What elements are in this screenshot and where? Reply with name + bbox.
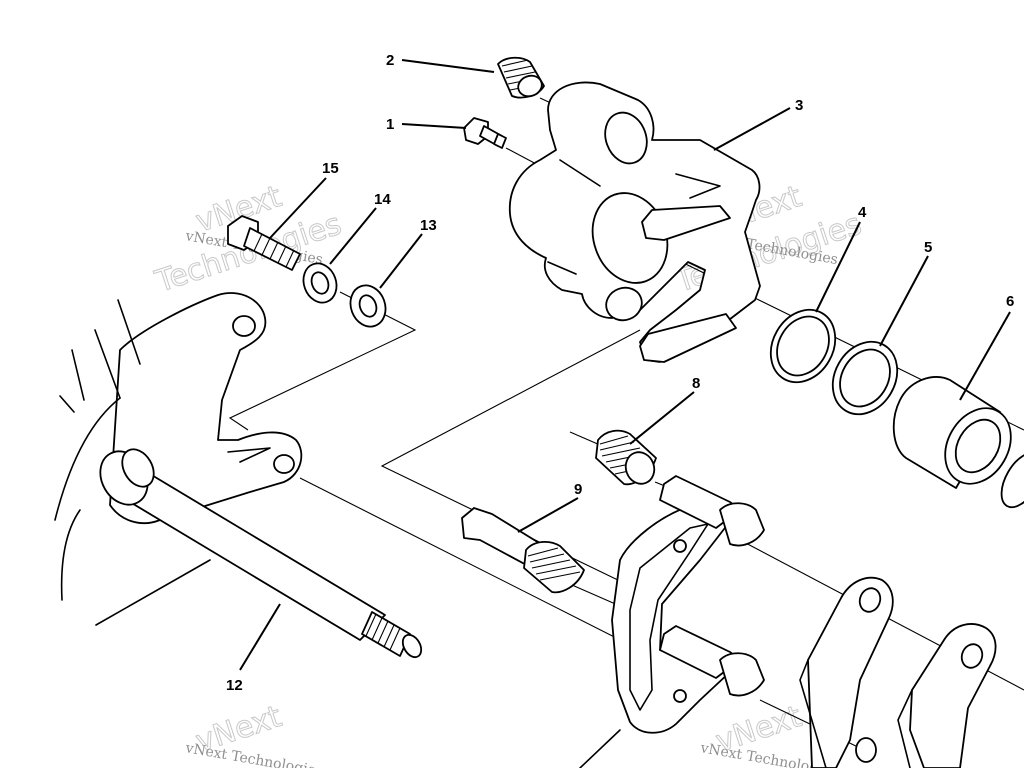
caliper-body-3 [508,81,761,363]
callout-13: 13 [420,217,437,234]
axle-thread-tip [401,633,423,659]
leader-5 [879,255,929,347]
bracket-lower-pin-end [719,652,765,697]
brake-pad-front-lining [799,659,827,768]
bleeder-valve-tip [493,133,507,149]
bolt-15 [227,215,301,271]
brake-pad-rear [897,623,997,768]
brake-pad-rear-hole [960,643,984,669]
axle-thread-section [361,611,411,657]
spring-8-end [624,451,656,485]
callout-14: 14 [374,191,391,208]
brake-pad-front-backing [807,576,894,768]
leader-12 [239,603,281,671]
seal-5-inner [839,348,891,408]
leader-3 [713,107,791,151]
flat-washer-13 [349,284,387,328]
guide-pin-9-spring [523,541,585,594]
next-part-edge [1000,451,1024,509]
callout-3: 3 [795,97,803,114]
bracket-leader-cut [579,729,621,768]
leader-14 [329,207,377,265]
piston-6-cup [954,418,1002,474]
brake-pad-front [799,576,894,768]
arm-curve-lower [60,509,81,601]
guide-pin-9 [461,507,585,594]
caliper-lower-bore [605,286,643,322]
bushing-2-end [517,74,543,98]
bolt-15-thread-lines [253,233,295,268]
axle-ground-line [95,559,211,626]
spring-8 [595,429,657,486]
flat-washer-13-inner [358,294,378,318]
leader-8 [629,391,695,445]
callout-labels: 2 1 3 15 14 13 4 5 6 8 9 12 [226,52,1014,694]
caliper-bracket [579,475,765,768]
bracket-upper-pin-end [719,502,765,547]
axle-shaft [95,448,423,659]
leader-6 [959,311,1011,401]
callout-8: 8 [692,375,700,392]
leader-9 [517,497,579,533]
pin-axis-line [571,584,621,607]
brake-pad-front-lower-hole [855,737,877,763]
mounting-arm-lower-hole [273,454,295,474]
brake-pad-rear-backing [909,623,997,768]
brake-pad-front-hole [858,587,882,613]
bolt-15-shank [243,227,301,271]
leader-1 [401,123,467,129]
leader-15 [269,177,327,239]
mounting-arm-upper-hole [232,315,256,337]
mounting-arm-body [109,292,303,525]
mounting-arm [54,292,303,601]
lock-washer-14-inner [310,271,330,295]
caliper-slot [675,173,721,199]
piston-6 [892,376,1024,509]
caliper-top-bore [604,111,648,165]
spring-axis-line [569,431,601,446]
watermark-full-text: vNext Technologies [183,740,324,768]
axle-shaft-head-inner [121,448,155,488]
lock-washer-14 [302,262,338,304]
caliper-lower-tab [639,313,737,363]
leader-4 [815,221,861,313]
leader-13 [379,233,423,289]
caliper-bracket-upper-hole [673,539,687,553]
brake-pad-rear-lining [897,689,913,768]
caliper-bracket-inner-edge [629,523,709,711]
callout-12: 12 [226,677,243,694]
callout-1: 1 [386,116,394,133]
leader-lines [239,59,1011,671]
callout-9: 9 [574,481,582,498]
axle-thread-lines [365,613,401,651]
threaded-bushing-2 [497,56,545,99]
arm-edge-lines [59,299,141,413]
seal-5 [831,340,899,416]
guide-pin-9-coils [527,547,581,581]
caliper-upper-tab [641,205,731,241]
callout-2: 2 [386,52,394,69]
seal-4 [769,308,837,384]
watermark-bottom-left: vNext vNext Technologies [183,699,324,768]
callout-4: 4 [858,204,867,221]
bleeder-valve-1 [463,117,507,149]
leader-2 [401,59,495,73]
seal-4-inner [776,315,830,377]
mounting-arm-notch [227,447,271,463]
arm-curve-left [54,397,121,521]
callout-15: 15 [322,160,339,177]
caliper-bracket-lower-hole [673,689,687,703]
caliper-edge-lines [547,159,601,275]
callout-6: 6 [1006,293,1014,310]
bracket-axis-line [299,477,651,656]
callout-5: 5 [924,239,932,256]
